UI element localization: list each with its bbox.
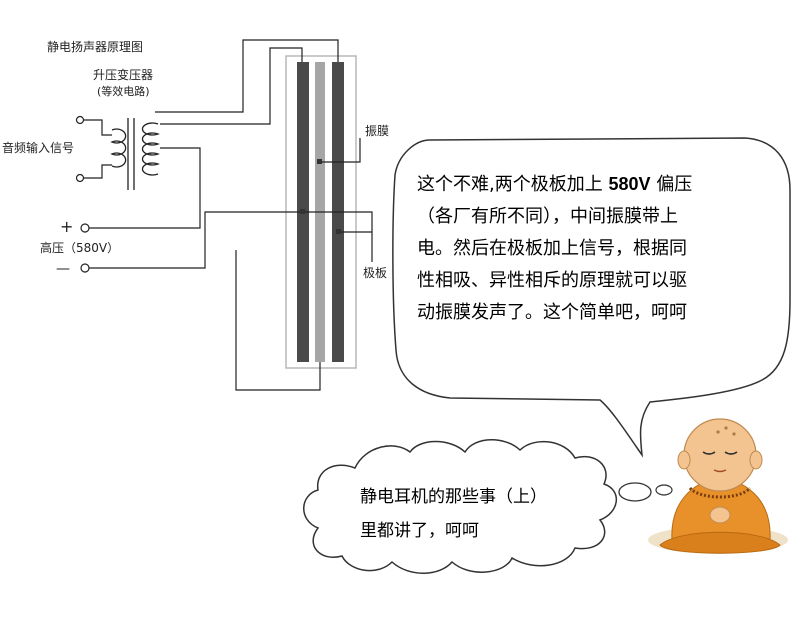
audio-terminal-top <box>75 115 85 125</box>
pointer-dot <box>317 159 322 164</box>
diagram-title: 静电扬声器原理图 <box>47 40 144 54</box>
monk-character <box>648 418 788 554</box>
cloud-speech-bubble <box>303 439 617 574</box>
main-bubble-line-2: （各厂有所不同），中间振膜带上 <box>417 206 678 227</box>
plus-sign: + <box>60 217 74 236</box>
transformer-symbol <box>110 118 160 190</box>
transformer-label: 升压变压器 <box>93 68 154 82</box>
hv-minus-terminal <box>80 263 90 273</box>
hv-label: 高压（580V） <box>40 241 120 255</box>
main-bubble-text: 这个不难,两个极板加上 580V 偏压 （各厂有所不同），中间振膜带上 电。然后… <box>417 168 782 329</box>
cloud-bubble-line-1: 静电耳机的那些事（上） <box>360 487 547 507</box>
pointer-dot <box>336 229 341 234</box>
cloud-bubble-text: 静电耳机的那些事（上） 里都讲了，呵呵 <box>360 480 600 548</box>
minus-sign: — <box>56 261 70 277</box>
main-bubble-line-5: 动振膜发声了。这个简单吧，呵呵 <box>417 302 687 323</box>
main-bubble-line-1: 这个不难,两个极板加上 580V 偏压 <box>417 174 693 195</box>
cloud-bubble-line-2: 里都讲了，呵呵 <box>360 521 479 541</box>
diaphragm-label: 振膜 <box>365 124 390 138</box>
audio-terminal-bottom <box>75 173 85 183</box>
plate-label: 极板 <box>363 266 388 280</box>
cloud-tail-small <box>618 482 652 502</box>
voltage-value: 580V <box>608 174 651 194</box>
main-speech-bubble <box>392 137 791 458</box>
audio-input-label: 音频输入信号 <box>2 141 75 155</box>
transformer-sublabel: (等效电路) <box>97 85 150 98</box>
main-bubble-line-4: 性相吸、异性相斥的原理就可以驱 <box>417 270 687 291</box>
hv-plus-terminal <box>80 223 90 233</box>
main-bubble-line-3: 电。然后在极板加上信号，根据同 <box>417 238 687 259</box>
pointer-dot <box>300 209 305 214</box>
cloud-tail-tiny <box>655 484 673 496</box>
circuit-wires <box>82 39 373 391</box>
